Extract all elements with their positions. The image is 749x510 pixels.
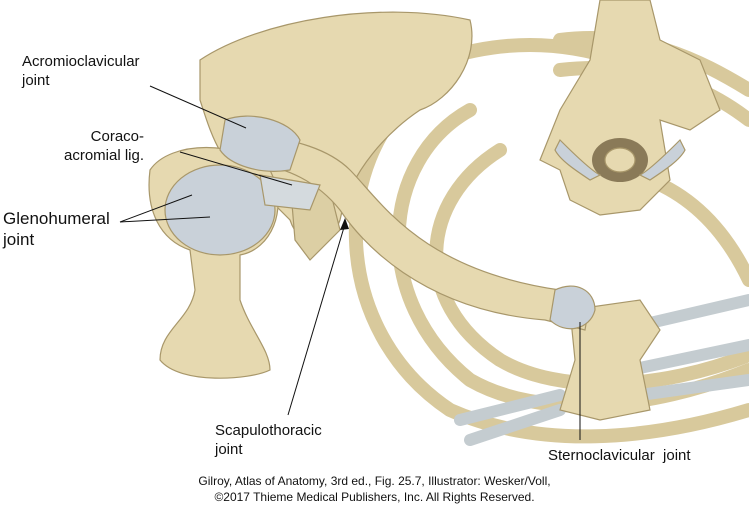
sternoclavicular-ligament	[549, 285, 596, 330]
label-line: joint	[22, 72, 50, 89]
label-line: Coraco-	[90, 128, 145, 145]
glenohumeral-leader-upper	[119, 194, 193, 223]
glenohumeral-leader-lower	[119, 216, 211, 223]
sternoclavicular-label: Sternoclavicular joint	[548, 447, 691, 464]
scapulothoracic-label: Scapulothoracic joint	[215, 421, 322, 459]
coracoacromial-ligament	[259, 174, 321, 211]
coracoacromial-leader	[179, 151, 293, 186]
label-line: Scapulothoracic	[215, 422, 322, 439]
glenohumeral-label: Glenohumeral joint	[3, 208, 110, 250]
right-facet	[638, 138, 686, 181]
vertebra	[539, 0, 721, 216]
caption-line-1: Gilroy, Atlas of Anatomy, 3rd ed., Fig. …	[198, 474, 551, 488]
vertebral-body	[604, 147, 636, 173]
scapulothoracic-leader	[287, 223, 346, 416]
costal-cartilages	[454, 294, 749, 446]
glenohumeral-capsule	[164, 164, 276, 256]
left-facet	[554, 138, 602, 181]
label-line: joint	[215, 441, 243, 458]
label-line: Acromioclavicular	[22, 53, 140, 70]
label-line: acromial lig.	[64, 147, 145, 164]
acromioclavicular-leader	[149, 85, 247, 129]
acromioclavicular-label: Acromioclavicular joint	[22, 52, 140, 90]
coracoacromial-label: Coraco- acromial lig.	[64, 127, 144, 165]
scapulothoracic-arrowhead	[340, 218, 349, 230]
label-line: joint	[3, 230, 35, 249]
label-line: Glenohumeral	[3, 209, 110, 228]
leader-lines	[119, 85, 581, 440]
caption-line-2: ©2017 Thieme Medical Publishers, Inc. Al…	[214, 490, 535, 504]
acromioclavicular-ligament	[219, 115, 301, 172]
